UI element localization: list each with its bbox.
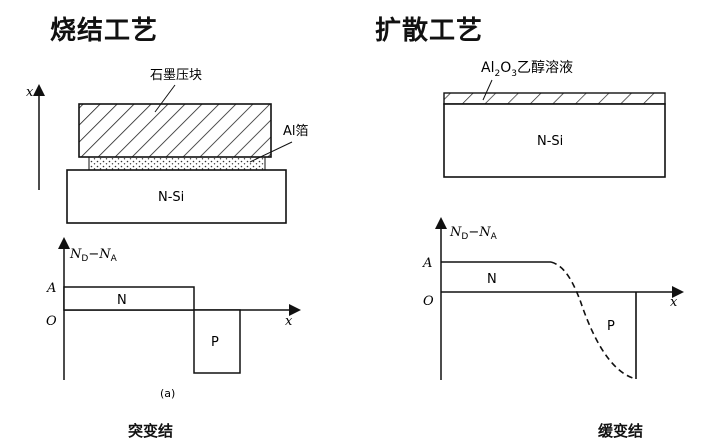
graded-profile-curve xyxy=(550,261,637,380)
left-n-region xyxy=(63,286,195,311)
right-substrate-label: N-Si xyxy=(537,134,563,149)
right-structure: Al2O3乙醇溶液 N-Si xyxy=(443,59,666,178)
right-p-label: P xyxy=(607,319,615,334)
left-p-region xyxy=(193,309,241,374)
al-foil-label: Al箔 xyxy=(283,123,309,139)
right-caption: 缓变结 xyxy=(598,422,644,440)
left-title: 烧结工艺 xyxy=(50,16,159,46)
left-level-a: A xyxy=(46,281,56,296)
al-foil-layer xyxy=(88,156,266,171)
left-caption: 突变结 xyxy=(128,422,174,440)
right-substrate xyxy=(443,103,666,178)
right-x-axis-label: x xyxy=(670,295,678,310)
graphite-label: 石墨压块 xyxy=(150,68,202,83)
left-profile-plot: ND−NA A O x N P (a) xyxy=(46,237,301,400)
graphite-leader xyxy=(154,84,176,113)
left-structure-x-label: x xyxy=(26,85,34,100)
left-origin: O xyxy=(46,314,57,329)
left-substrate-label: N-Si xyxy=(158,190,184,205)
coating-layer xyxy=(443,92,666,105)
left-n-label: N xyxy=(117,293,127,308)
left-structure: x 石墨压块 Al箔 N-Si xyxy=(26,68,309,224)
right-profile-y-label: ND−NA xyxy=(449,225,498,242)
right-n-label: N xyxy=(487,272,497,287)
left-profile-y-label: ND−NA xyxy=(69,247,118,264)
left-p-label: P xyxy=(211,335,219,350)
left-substrate xyxy=(66,169,287,224)
graphite-block xyxy=(78,103,272,158)
right-profile-plot: ND−NA A O x N P xyxy=(422,217,684,380)
right-level-a: A xyxy=(422,256,432,271)
subfigure-label: (a) xyxy=(160,387,175,400)
right-origin: O xyxy=(423,294,434,309)
left-x-axis-label: x xyxy=(285,314,293,329)
right-title: 扩散工艺 xyxy=(375,16,484,46)
coating-label: Al2O3乙醇溶液 xyxy=(481,59,573,79)
al-foil-leader xyxy=(249,141,293,163)
